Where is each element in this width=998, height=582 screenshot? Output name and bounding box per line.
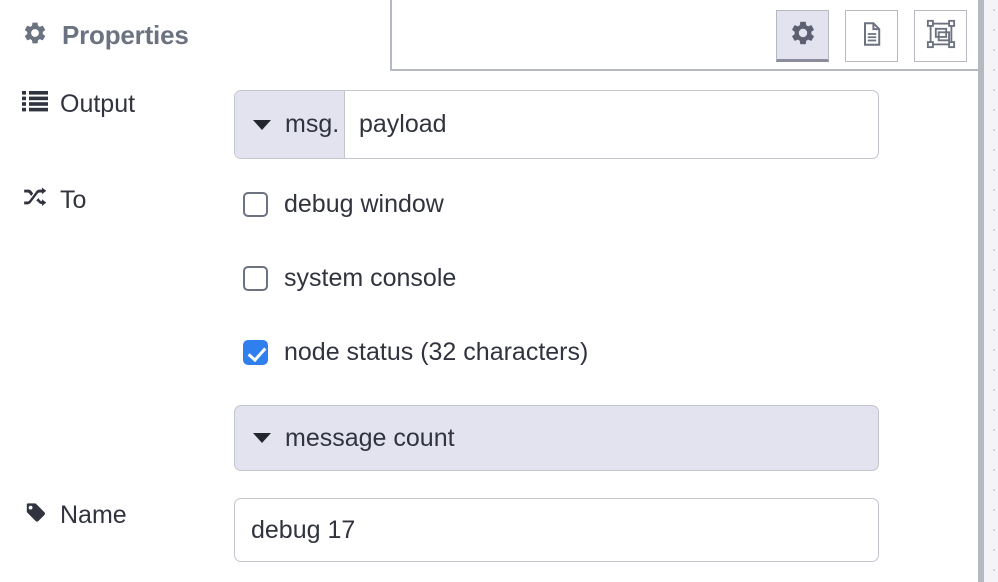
checkbox-node-status[interactable]: node status (32 characters): [243, 338, 588, 367]
to-label-text: To: [60, 186, 87, 214]
properties-tab-button[interactable]: [776, 10, 829, 62]
page-title: Properties: [62, 20, 189, 50]
header-button-group: [776, 10, 967, 62]
checkbox-input[interactable]: [243, 340, 268, 365]
to-row: To: [0, 186, 978, 215]
flow-canvas[interactable]: [984, 0, 998, 582]
output-property-input[interactable]: payload: [359, 110, 447, 138]
gear-icon: [789, 19, 817, 52]
output-label-text: Output: [60, 90, 136, 118]
checkbox-label: system console: [284, 264, 457, 292]
gear-icon: [22, 20, 48, 51]
output-type-selector[interactable]: msg.: [235, 91, 345, 158]
chevron-down-icon: [253, 433, 271, 443]
checkbox-label: node status (32 characters): [284, 338, 589, 366]
tag-icon: [22, 500, 48, 531]
status-type-dropdown[interactable]: message count: [234, 405, 879, 471]
name-label: Name: [0, 500, 234, 531]
output-type-label: msg.: [285, 110, 340, 138]
shuffle-icon: [22, 186, 48, 215]
name-label-text: Name: [60, 501, 127, 529]
description-tab-button[interactable]: [845, 10, 898, 62]
output-label: Output: [0, 90, 234, 119]
name-input[interactable]: debug 17: [234, 498, 879, 562]
chevron-down-icon: [253, 119, 271, 130]
checkbox-system-console[interactable]: system console: [243, 264, 456, 293]
output-typed-input[interactable]: msg. payload: [234, 90, 879, 159]
checkbox-label: debug window: [284, 190, 444, 218]
output-row: Output msg. payload: [0, 90, 978, 159]
to-label: To: [0, 186, 234, 215]
list-icon: [22, 90, 48, 119]
appearance-icon: [926, 19, 956, 54]
checkbox-input[interactable]: [243, 192, 268, 217]
name-row: Name: [0, 500, 978, 531]
panel-resizer[interactable]: [978, 0, 984, 582]
checkbox-input[interactable]: [243, 266, 268, 291]
panel-header: Properties: [0, 0, 978, 71]
tab-properties[interactable]: Properties: [0, 0, 392, 71]
header-divider: [391, 69, 978, 71]
document-icon: [858, 20, 886, 53]
checkbox-debug-window[interactable]: debug window: [243, 190, 444, 219]
appearance-tab-button[interactable]: [914, 10, 967, 62]
status-type-value: message count: [285, 423, 455, 452]
